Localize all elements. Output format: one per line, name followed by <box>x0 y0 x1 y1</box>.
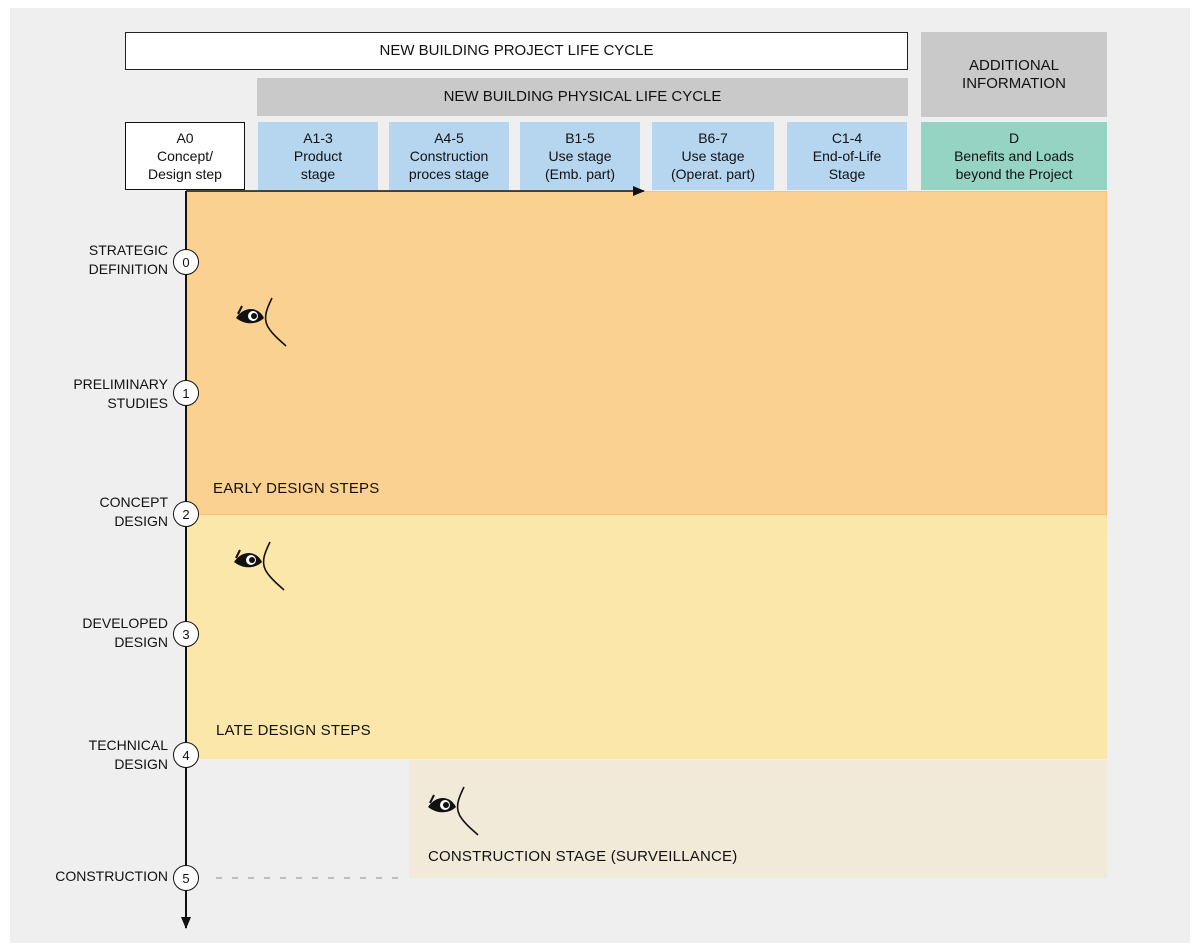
stage-line2: Stage <box>828 166 866 182</box>
step-4-circle: 4 <box>173 742 199 768</box>
stage-b1-5-box: B1-5 Use stage (Emb. part) <box>520 122 640 190</box>
step-line1: DEVELOPED <box>82 615 168 631</box>
step-2-label: CONCEPT DESIGN <box>100 493 168 531</box>
step-line2: STUDIES <box>107 395 168 411</box>
early-design-label: EARLY DESIGN STEPS <box>213 480 380 497</box>
stage-line2: (Operat. part) <box>670 166 756 182</box>
stage-line1: End-of-Life <box>812 148 882 164</box>
stage-code: A4-5 <box>434 130 464 146</box>
construction-zone <box>409 760 1107 878</box>
step-3-circle: 3 <box>173 621 199 647</box>
additional-line2: INFORMATION <box>962 74 1066 92</box>
stage-d-box: D Benefits and Loads beyond the Project <box>921 122 1107 190</box>
physical-life-cycle-bar: NEW BUILDING PHYSICAL LIFE CYCLE <box>257 78 908 116</box>
late-design-label: LATE DESIGN STEPS <box>216 722 371 739</box>
step-line2: DESIGN <box>114 513 168 529</box>
step-1-circle: 1 <box>173 380 199 406</box>
additional-line1: ADDITIONAL <box>968 56 1059 74</box>
step-0-circle: 0 <box>173 249 199 275</box>
stage-b6-7-box: B6-7 Use stage (Operat. part) <box>652 122 774 190</box>
stage-code: A0 <box>176 130 194 146</box>
stage-a1-3-box: A1-3 Product stage <box>258 122 378 190</box>
step-0-label: STRATEGIC DEFINITION <box>89 241 168 279</box>
stage-code: B1-5 <box>565 130 595 146</box>
stage-line1: Benefits and Loads <box>954 148 1074 164</box>
step-5-circle: 5 <box>173 865 199 891</box>
step-line1: TECHNICAL <box>88 737 168 753</box>
step-line1: STRATEGIC <box>88 242 168 258</box>
stage-a4-5-box: A4-5 Construction proces stage <box>389 122 509 190</box>
project-life-cycle-bar: NEW BUILDING PROJECT LIFE CYCLE <box>125 32 908 70</box>
construction-stage-label: CONSTRUCTION STAGE (SURVEILLANCE) <box>428 848 738 865</box>
step-number: 5 <box>182 870 190 886</box>
step-2-circle: 2 <box>173 501 199 527</box>
stage-line2: stage <box>300 166 336 182</box>
step-line2: DESIGN <box>114 634 168 650</box>
step-number: 1 <box>182 385 190 401</box>
stage-c1-4-box: C1-4 End-of-Life Stage <box>787 122 907 190</box>
stage-code: A1-3 <box>303 130 333 146</box>
step-line1: CONSTRUCTION <box>55 868 168 884</box>
step-number: 4 <box>182 747 190 763</box>
stage-line2: Design step <box>148 166 222 182</box>
project-life-cycle-label: NEW BUILDING PROJECT LIFE CYCLE <box>379 42 654 59</box>
stage-line1: Construction <box>409 148 489 164</box>
step-line1: PRELIMINARY <box>73 376 168 392</box>
step-1-label: PRELIMINARY STUDIES <box>73 375 168 413</box>
stage-code: D <box>1008 130 1020 146</box>
additional-information-box: ADDITIONAL INFORMATION <box>921 32 1107 117</box>
stage-line2: proces stage <box>408 166 490 182</box>
stage-line1: Concept/ <box>156 148 214 164</box>
step-line2: DEFINITION <box>88 261 168 277</box>
stage-line1: Product <box>293 148 343 164</box>
step-4-label: TECHNICAL DESIGN <box>89 736 168 774</box>
early-design-zone <box>186 191 1107 515</box>
stage-line1: Use stage <box>681 148 745 164</box>
eye-icon <box>234 541 285 591</box>
stage-line1: Use stage <box>548 148 612 164</box>
step-number: 3 <box>182 626 190 642</box>
step-line1: CONCEPT <box>99 494 168 510</box>
late-design-zone <box>186 515 1107 759</box>
step-3-label: DEVELOPED DESIGN <box>82 614 168 652</box>
step-line2: DESIGN <box>114 756 168 772</box>
stage-code: B6-7 <box>698 130 728 146</box>
step-number: 2 <box>182 506 190 522</box>
eye-icon <box>428 786 479 836</box>
step-5-label: CONSTRUCTION <box>55 867 168 886</box>
eye-icon <box>236 297 287 347</box>
physical-life-cycle-label: NEW BUILDING PHYSICAL LIFE CYCLE <box>443 88 722 105</box>
stage-line2: beyond the Project <box>955 166 1073 182</box>
stage-code: C1-4 <box>831 130 863 146</box>
stage-line2: (Emb. part) <box>544 166 615 182</box>
step-number: 0 <box>182 254 190 270</box>
stage-a0-box: A0 Concept/ Design step <box>125 122 245 190</box>
